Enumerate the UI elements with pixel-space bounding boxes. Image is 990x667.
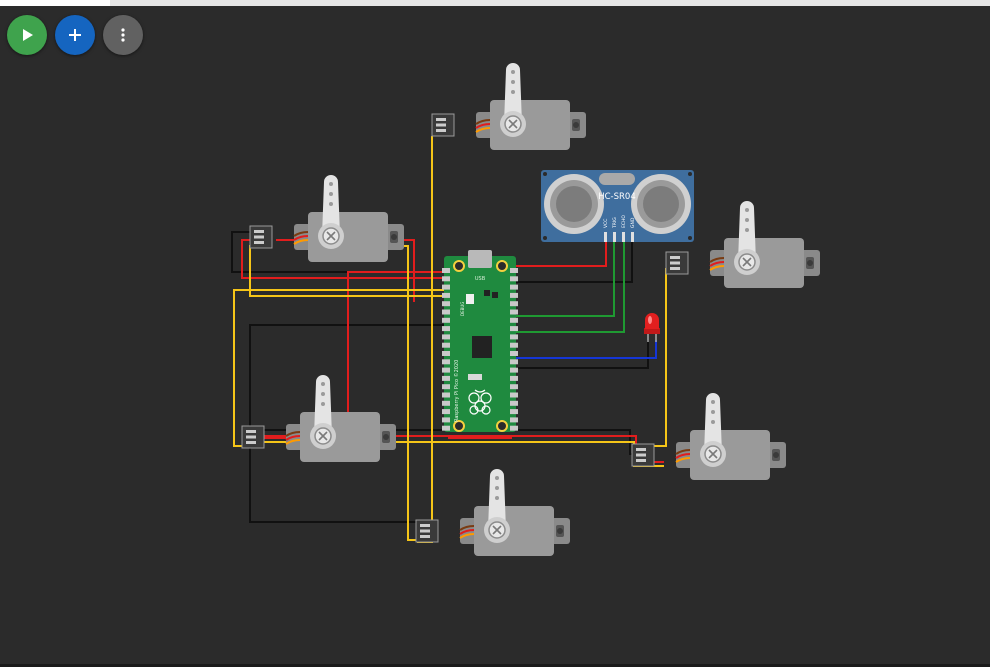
board-brand-text: Raspberry Pi Pico ©2020 [453, 360, 460, 422]
pico-pin-right[interactable] [510, 301, 518, 307]
more-options-button[interactable] [103, 15, 143, 55]
raspberry-logo-icon [468, 389, 492, 415]
wire-gnd[interactable] [510, 340, 649, 369]
pico-pin-left[interactable] [442, 292, 450, 298]
pico-pin-left[interactable] [442, 326, 450, 332]
pico-pin-left[interactable] [442, 367, 450, 373]
servo-top[interactable] [431, 62, 587, 151]
browser-tab-edge [0, 0, 110, 6]
pico-pin-right[interactable] [510, 359, 518, 365]
pico-pin-right[interactable] [510, 268, 518, 273]
plus-icon [69, 29, 81, 41]
sensor-pin-label: ECHO [621, 215, 627, 228]
pico-pin-left[interactable] [442, 342, 450, 348]
more-vertical-icon [121, 28, 125, 42]
sensor-pin[interactable] [631, 232, 634, 242]
rp2040-chip [472, 336, 492, 358]
wire-gnd[interactable] [249, 324, 448, 446]
transducer-left [544, 174, 604, 234]
pico-pin-right[interactable] [510, 326, 518, 332]
debug-label: DEBUG [460, 302, 465, 316]
sensor-pin-label: GND [630, 217, 636, 228]
pico-pin-left[interactable] [442, 409, 450, 415]
wire-gnd[interactable] [231, 231, 448, 273]
pico-pin-left[interactable] [442, 309, 450, 315]
run-simulation-button[interactable] [7, 15, 47, 55]
pico-pin-right[interactable] [510, 342, 518, 348]
sensor-pin[interactable] [622, 232, 625, 242]
servo-upper-left[interactable] [249, 174, 405, 263]
pico-pin-left[interactable] [442, 351, 450, 356]
servo-bottom[interactable] [415, 468, 571, 557]
pico-pin-right[interactable] [510, 392, 518, 398]
browser-top-strip [0, 0, 990, 6]
wire-signal[interactable] [652, 268, 667, 447]
pico-pin-right[interactable] [510, 351, 518, 356]
wire-power[interactable] [510, 236, 607, 267]
pico-pin-right[interactable] [510, 384, 518, 390]
pico-pin-right[interactable] [510, 425, 518, 431]
pico-pin-left[interactable] [442, 301, 450, 307]
wire-echo[interactable] [510, 236, 625, 333]
add-part-button[interactable] [55, 15, 95, 55]
raspberry-pi-pico[interactable]: USB Raspberry Pi Pico ©2020 DEBUG [442, 250, 518, 432]
pico-pin-right[interactable] [510, 400, 518, 406]
pico-pins [442, 268, 518, 431]
pico-pin-right[interactable] [510, 409, 518, 415]
sensor-pin-label: VCC [603, 219, 609, 228]
wire-trig[interactable] [510, 236, 615, 317]
pico-pin-right[interactable] [510, 317, 518, 323]
pico-pin-left[interactable] [442, 384, 450, 390]
pico-pin-left[interactable] [442, 284, 450, 290]
red-led[interactable] [644, 313, 660, 342]
pico-pin-right[interactable] [510, 417, 518, 423]
pico-pin-left[interactable] [442, 400, 450, 406]
sensor-pin-label: TRIG [612, 217, 618, 229]
usb-label: USB [475, 276, 486, 282]
pico-pin-left[interactable] [442, 276, 450, 282]
crystal [599, 173, 635, 185]
window-bottom-edge [0, 664, 990, 667]
pico-pin-left[interactable] [442, 375, 450, 381]
pico-pin-right[interactable] [510, 367, 518, 373]
pico-pin-left[interactable] [442, 425, 450, 431]
pico-pin-left[interactable] [442, 334, 450, 340]
wire-gnd[interactable] [510, 236, 633, 283]
sensor-model-label: HC-SR04 [598, 192, 636, 202]
pico-pin-left[interactable] [442, 317, 450, 323]
pico-pin-right[interactable] [510, 276, 518, 282]
sensor-pin[interactable] [613, 232, 616, 242]
sensor-pin[interactable] [604, 232, 607, 242]
wire-signal[interactable] [417, 136, 433, 543]
pico-pin-right[interactable] [510, 309, 518, 315]
pico-pin-right[interactable] [510, 334, 518, 340]
pico-pin-left[interactable] [442, 359, 450, 365]
play-icon [23, 29, 33, 41]
pico-pin-left[interactable] [442, 268, 450, 273]
usb-connector [468, 250, 492, 268]
pico-pin-right[interactable] [510, 375, 518, 381]
pico-pin-right[interactable] [510, 284, 518, 290]
pico-pin-left[interactable] [442, 417, 450, 423]
transducer-right [631, 174, 691, 234]
pico-pin-right[interactable] [510, 292, 518, 298]
wire-led[interactable] [510, 340, 657, 359]
servo-lower-left[interactable] [241, 374, 397, 463]
pico-pin-left[interactable] [442, 392, 450, 398]
